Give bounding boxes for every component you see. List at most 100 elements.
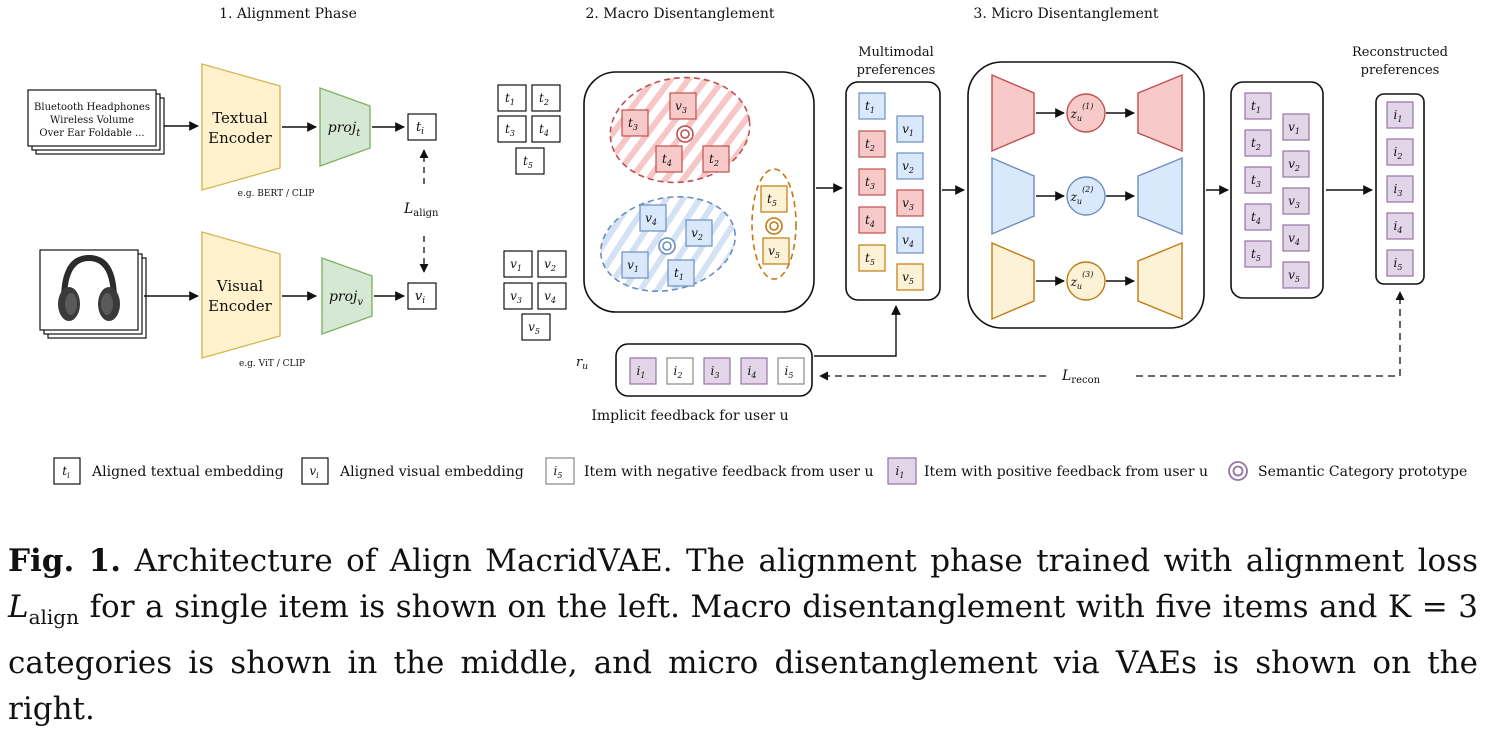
svg-text:t1: t1: [674, 266, 684, 282]
svg-text:i1: i1: [896, 464, 905, 480]
prototype-icon: [765, 217, 783, 235]
caption-label: Fig. 1.: [8, 543, 122, 579]
svg-text:t3: t3: [628, 116, 638, 132]
decoded-textual-item: t3: [1244, 166, 1272, 194]
svg-text:v5: v5: [902, 270, 914, 286]
visual-encoder: Visual Encoder: [201, 231, 281, 359]
svg-text:v2: v2: [1288, 157, 1300, 173]
proj-t-block: projt: [319, 87, 371, 167]
svg-text:v3: v3: [510, 289, 522, 305]
visual-encoder-label: Encoder: [208, 297, 273, 315]
positive-feedback-item: i3: [703, 357, 731, 385]
macro-red-item: t4: [655, 145, 683, 173]
svg-text:t5: t5: [523, 154, 533, 170]
svg-text:v4: v4: [902, 233, 914, 249]
legend-visual: Aligned visual embedding: [339, 464, 524, 480]
item-text-line: Bluetooth Headphones: [34, 102, 150, 113]
svg-text:i4: i4: [1394, 219, 1403, 235]
prototype-icon: [1228, 461, 1248, 481]
svg-text:ti: ti: [416, 120, 424, 137]
svg-text:t2: t2: [539, 91, 549, 107]
svg-text:i1: i1: [637, 364, 646, 380]
decoded-visual-item: v1: [1282, 113, 1310, 141]
svg-text:t1: t1: [1251, 99, 1261, 115]
legend-negative: Item with negative feedback from user u: [584, 464, 874, 480]
positive-feedback-item: i4: [740, 357, 768, 385]
svg-text:i3: i3: [711, 364, 720, 380]
reconstructed-item: i5: [1386, 249, 1414, 277]
svg-text:t4: t4: [662, 152, 672, 168]
input-visual-item: v3: [503, 282, 533, 310]
reconstructed-item: i4: [1386, 212, 1414, 240]
alignment-loss: Lalign: [403, 201, 439, 219]
multimodal-textual-item: t3: [858, 168, 886, 196]
vae-row: zu(1): [991, 73, 1183, 153]
macro-blue-item: v2: [685, 219, 713, 247]
textual-encoder-label: Encoder: [208, 129, 273, 147]
svg-text:v4: v4: [1288, 231, 1300, 247]
item-text-line: Wireless Volume: [50, 115, 134, 126]
visual-encoder-example: e.g. ViT / CLIP: [239, 359, 305, 369]
svg-text:t4: t4: [539, 122, 549, 138]
decoded-visual-item: v5: [1282, 261, 1310, 289]
multimodal-textual-item: t5: [858, 244, 886, 272]
vae-row: zu(3): [991, 241, 1183, 321]
svg-text:t4: t4: [865, 213, 875, 229]
negative-feedback-item: i5: [777, 357, 805, 385]
decoded-textual-item: t5: [1244, 240, 1272, 268]
svg-text:i2: i2: [1394, 145, 1403, 161]
svg-text:t5: t5: [865, 251, 875, 267]
multimodal-title: Multimodal: [858, 45, 934, 60]
svg-text:t1: t1: [505, 91, 515, 107]
caption-text: Architecture of Align MacridVAE. The ali…: [121, 543, 1478, 579]
macro-red-item: t2: [702, 145, 730, 173]
proj-v-block: projv: [321, 257, 373, 335]
macro-orange-item: v5: [762, 237, 790, 265]
textual-encoder: Textual Encoder: [201, 63, 281, 191]
decoded-items: t1 v1 t2 v2 t3 v3 t4 v4 t5 v5: [1244, 92, 1310, 289]
svg-text:t2: t2: [865, 137, 875, 153]
reconstruction-loss: Lrecon: [1061, 368, 1101, 386]
svg-text:t3: t3: [1251, 173, 1261, 189]
reconstructed-title: Reconstructed: [1352, 45, 1448, 60]
svg-text:t2: t2: [709, 152, 719, 168]
svg-text:projt: projt: [328, 120, 361, 139]
svg-text:vi: vi: [415, 289, 425, 306]
item-text-line: Over Ear Foldable ...: [39, 128, 144, 139]
feedback-caption: Implicit feedback for user u: [591, 408, 788, 424]
proj-v-label: proj: [329, 289, 358, 305]
svg-text:v4: v4: [544, 289, 556, 305]
multimodal-textual-item: t1: [858, 92, 886, 120]
multimodal-textual-item: t2: [858, 130, 886, 158]
macro-red-item: t3: [621, 109, 649, 137]
input-textual-item: t5: [515, 147, 545, 175]
decoded-visual-item: v3: [1282, 187, 1310, 215]
svg-text:v1: v1: [510, 257, 522, 273]
svg-text:v5: v5: [768, 244, 780, 260]
svg-text:t4: t4: [1251, 210, 1261, 226]
input-textual-item: t4: [531, 115, 561, 143]
phase-title-micro: 3. Micro Disentanglement: [973, 6, 1159, 22]
svg-text:v3: v3: [902, 196, 914, 212]
proj-t-sub: t: [356, 128, 361, 139]
decoded-textual-item: t2: [1244, 129, 1272, 157]
macro-blue-item: v1: [621, 251, 649, 279]
svg-text:i5: i5: [554, 464, 563, 480]
multimodal-visual-item: v3: [896, 189, 924, 217]
aligned-visual-embedding: vi: [407, 282, 437, 310]
input-visual-item: v1: [503, 250, 533, 278]
proj-v-sub: v: [357, 297, 363, 308]
multimodal-visual-item: v4: [896, 226, 924, 254]
svg-text:t5: t5: [1251, 247, 1261, 263]
caption-loss: L: [8, 589, 29, 625]
svg-text:v3: v3: [675, 99, 687, 115]
macro-blue-item: v4: [639, 204, 667, 232]
multimodal-textual-item: t4: [858, 206, 886, 234]
reconstructed-item: i2: [1386, 138, 1414, 166]
legend: ti Aligned textual embedding vi Aligned …: [53, 457, 1467, 485]
input-textual-item: t2: [531, 84, 561, 112]
svg-text:v1: v1: [1288, 120, 1300, 136]
macro-red-item: v3: [669, 92, 697, 120]
